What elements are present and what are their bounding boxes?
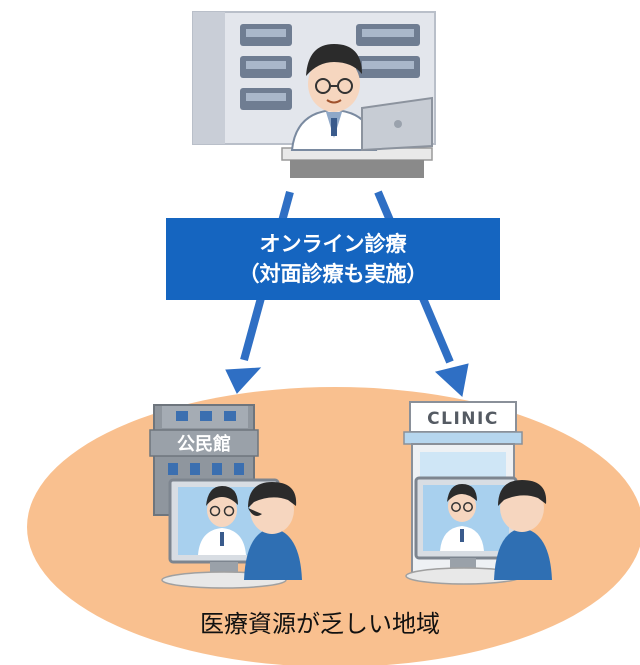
label-line-1: オンライン診療 — [259, 232, 407, 256]
label-line-2: （対面診療も実施） — [238, 262, 428, 286]
arrow-right-head — [434, 363, 469, 397]
arrow-left-head — [225, 367, 262, 394]
online-consultation-label: オンライン診療 （対面診療も実施） — [166, 218, 500, 300]
hospital-doctor-illustration — [192, 11, 436, 178]
region-label: 医療資源が乏しい地域 — [200, 610, 440, 638]
clinic-sign: CLINIC — [427, 409, 499, 429]
patient-right — [494, 480, 552, 580]
community-center-sign: 公民館 — [177, 433, 231, 455]
patient-left — [244, 482, 302, 580]
